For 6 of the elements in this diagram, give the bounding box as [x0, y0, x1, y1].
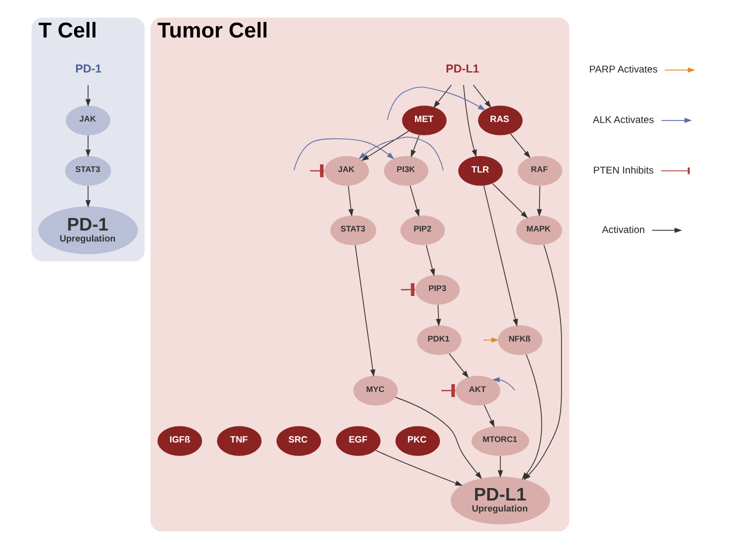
legend-label: ALK Activates — [592, 115, 654, 126]
node-text: PD-L1 — [446, 63, 480, 76]
legend-label: Activation — [602, 224, 645, 236]
legend-label: PTEN Inhibits — [593, 165, 654, 176]
legend-label: PARP Activates — [589, 64, 658, 76]
node-text: PD-1 — [75, 63, 102, 76]
